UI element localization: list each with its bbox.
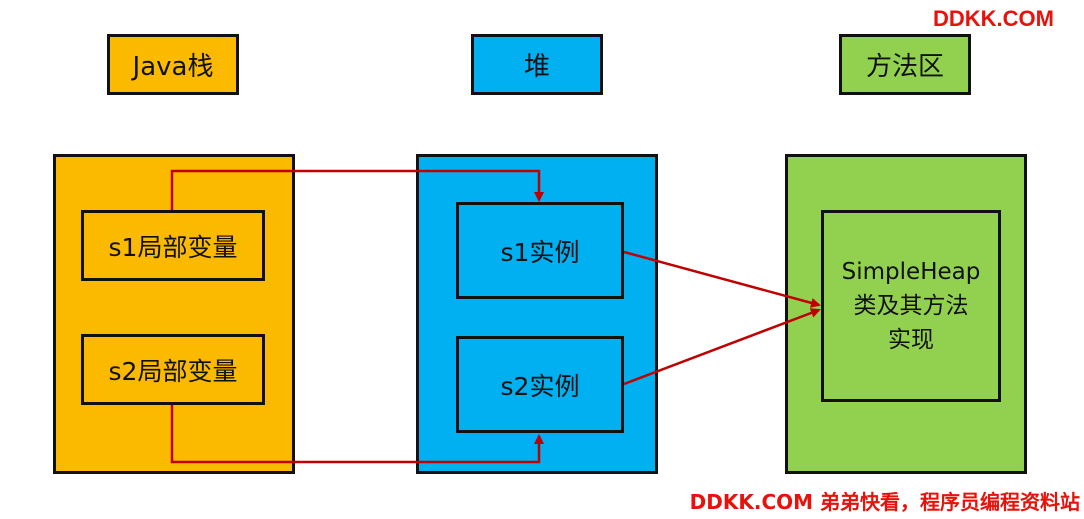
stack-panel	[53, 154, 295, 474]
heap-title: 堆	[471, 34, 603, 95]
stack-item-s2: s2局部变量	[81, 334, 265, 405]
stack-item-s1: s1局部变量	[81, 210, 265, 281]
method-line-2: 类及其方法	[853, 293, 969, 319]
method-area-title: 方法区	[839, 34, 971, 95]
stack-title: Java栈	[107, 34, 239, 95]
method-line-3: 实现	[888, 327, 934, 353]
watermark-top: DDKK.COM	[933, 6, 1054, 31]
heap-item-s1: s1实例	[456, 202, 624, 299]
method-line-1: SimpleHeap	[841, 259, 981, 285]
method-area-class-box: SimpleHeap 类及其方法 实现	[821, 210, 1001, 402]
watermark-bottom: DDKK.COM 弟弟快看，程序员编程资料站	[689, 490, 1080, 514]
heap-item-s2: s2实例	[456, 336, 624, 433]
